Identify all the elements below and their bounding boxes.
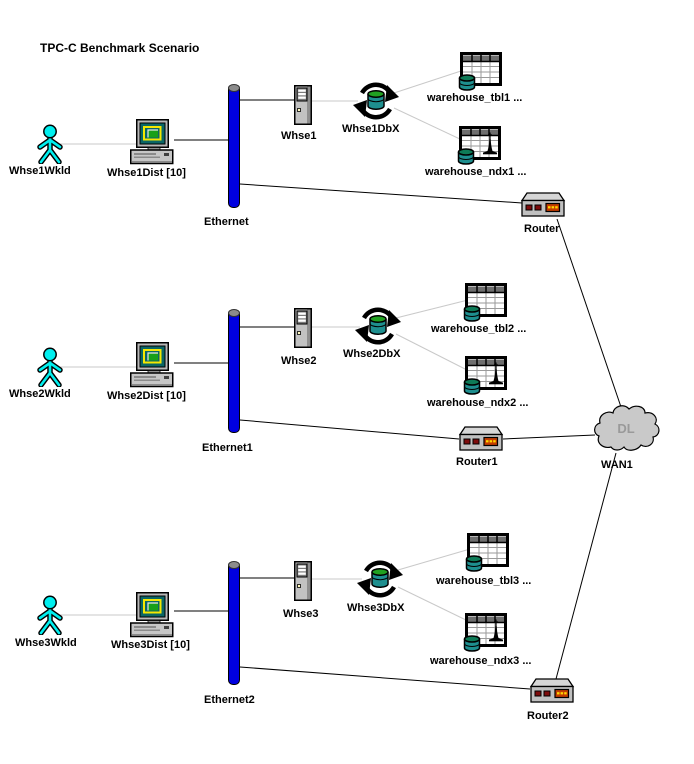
node-warehouse-tbl3[interactable] [463, 533, 509, 575]
server-tower-icon [294, 561, 312, 601]
node-label-warehouse-tbl2: warehouse_tbl2 ... [431, 323, 527, 335]
link-dbx2-ndx2[interactable] [395, 333, 468, 371]
link-ethernet-router[interactable] [239, 183, 523, 204]
table-datastore-icon [458, 52, 502, 91]
cloud-inner-text: DL [617, 421, 634, 436]
scenario-title: TPC-C Benchmark Scenario [40, 41, 200, 55]
link-dbx3-tbl3[interactable] [397, 548, 471, 571]
index-datastore-icon [463, 613, 507, 652]
node-wan1[interactable]: DL [591, 401, 661, 457]
workstation-icon [124, 342, 176, 388]
workstation-icon [124, 592, 176, 638]
node-label-router2: Router2 [527, 710, 569, 722]
node-whse1dist[interactable] [124, 119, 176, 165]
database-cycle-icon [352, 78, 400, 124]
link-wan1-router2[interactable] [555, 452, 617, 680]
node-ethernet1-bus[interactable] [228, 309, 240, 433]
node-label-whse1: Whse1 [281, 130, 317, 142]
node-whse3dbx[interactable] [356, 556, 404, 602]
node-whse2wkld[interactable] [37, 347, 63, 387]
node-label-warehouse-ndx2: warehouse_ndx2 ... [427, 397, 529, 409]
node-label-router1: Router1 [456, 456, 498, 468]
node-whse2dist[interactable] [124, 342, 176, 388]
link-ethernet1-router1[interactable] [239, 419, 460, 440]
node-label-whse2dist: Whse2Dist [10] [107, 390, 186, 402]
node-label-warehouse-ndx1: warehouse_ndx1 ... [425, 166, 527, 178]
table-datastore-icon [465, 533, 509, 572]
node-label-whse3dbx: Whse3DbX [347, 602, 405, 614]
node-label-whse2wkld: Whse2Wkld [9, 388, 71, 400]
link-router1-wan1[interactable] [502, 434, 596, 440]
node-warehouse-ndx3[interactable] [461, 613, 507, 655]
node-whse2dbx[interactable] [354, 303, 402, 349]
node-ethernet-bus[interactable] [228, 84, 240, 208]
node-label-whse2: Whse2 [281, 355, 317, 367]
node-label-ethernet2: Ethernet2 [204, 694, 255, 706]
node-label-whse2dbx: Whse2DbX [343, 348, 401, 360]
link-dbx2-tbl2[interactable] [395, 299, 469, 319]
node-label-wan1: WAN1 [601, 459, 633, 471]
node-whse1dbx[interactable] [352, 78, 400, 124]
server-tower-icon [294, 85, 312, 125]
router-icon [520, 191, 566, 219]
server-tower-icon [294, 308, 312, 348]
node-warehouse-tbl2[interactable] [461, 283, 507, 325]
wan-cloud-icon: DL [594, 405, 660, 451]
node-whse1wkld[interactable] [37, 124, 63, 164]
link-dbx1-tbl1[interactable] [393, 69, 465, 94]
workload-actor-icon [37, 595, 63, 635]
node-label-whse1dbx: Whse1DbX [342, 123, 400, 135]
workload-actor-icon [37, 124, 63, 164]
node-whse3dist[interactable] [124, 592, 176, 638]
node-label-router: Router [524, 223, 560, 235]
node-label-warehouse-tbl1: warehouse_tbl1 ... [427, 92, 523, 104]
node-label-warehouse-tbl3: warehouse_tbl3 ... [436, 575, 532, 587]
node-router2[interactable] [529, 677, 575, 705]
workload-actor-icon [37, 347, 63, 387]
node-warehouse-ndx2[interactable] [461, 356, 507, 398]
node-ethernet2-bus[interactable] [228, 561, 240, 685]
node-label-whse3wkld: Whse3Wkld [15, 637, 77, 649]
node-label-ethernet: Ethernet [204, 216, 249, 228]
node-label-ethernet1: Ethernet1 [202, 442, 253, 454]
link-dbx3-ndx3[interactable] [397, 586, 469, 622]
node-warehouse-tbl1[interactable] [456, 52, 502, 94]
router-icon [529, 677, 575, 705]
node-whse1-server[interactable] [294, 85, 312, 125]
link-router-wan1[interactable] [556, 218, 622, 408]
table-datastore-icon [463, 283, 507, 322]
link-dbx1-ndx1[interactable] [393, 107, 463, 141]
node-whse2-server[interactable] [294, 308, 312, 348]
router-icon [458, 425, 504, 453]
database-cycle-icon [356, 556, 404, 602]
index-datastore-icon [463, 356, 507, 395]
node-label-whse3: Whse3 [283, 608, 319, 620]
link-ethernet2-router2[interactable] [239, 666, 531, 690]
node-router1[interactable] [458, 425, 504, 453]
index-datastore-icon [457, 126, 501, 165]
node-warehouse-ndx1[interactable] [455, 126, 501, 168]
database-cycle-icon [354, 303, 402, 349]
node-label-whse3dist: Whse3Dist [10] [111, 639, 190, 651]
node-router[interactable] [520, 191, 566, 219]
workstation-icon [124, 119, 176, 165]
node-label-whse1dist: Whse1Dist [10] [107, 167, 186, 179]
node-whse3-server[interactable] [294, 561, 312, 601]
node-whse3wkld[interactable] [37, 595, 63, 635]
node-label-whse1wkld: Whse1Wkld [9, 165, 71, 177]
node-label-warehouse-ndx3: warehouse_ndx3 ... [430, 655, 532, 667]
